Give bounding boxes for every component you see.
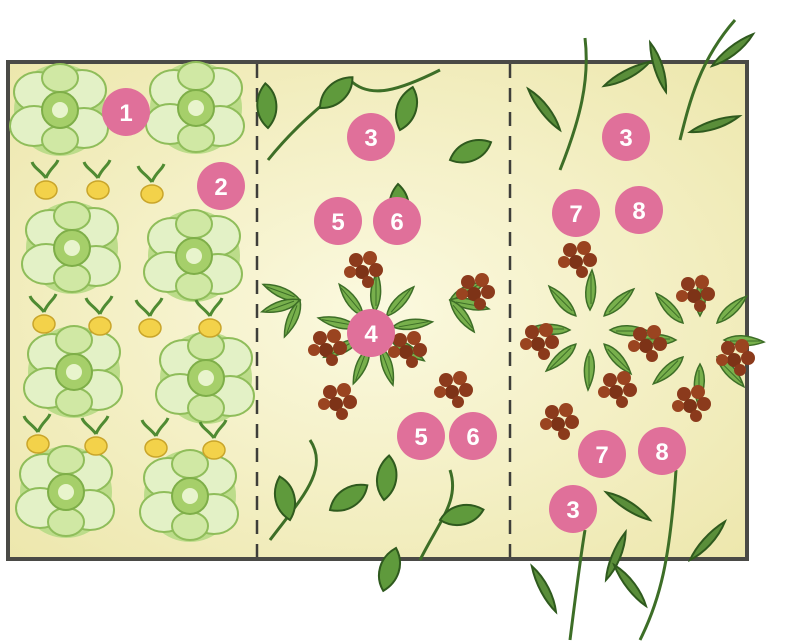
marker-badge: 8 <box>615 186 663 234</box>
marker-badge: 4 <box>347 309 395 357</box>
marker-badge: 5 <box>314 197 362 245</box>
marker-label: 5 <box>331 209 344 236</box>
marker-label: 8 <box>655 439 668 466</box>
marker-label: 4 <box>364 321 378 348</box>
lettuce-icon <box>22 202 120 294</box>
marker-label: 5 <box>414 424 427 451</box>
marker-label: 3 <box>364 125 377 152</box>
marker-label: 3 <box>619 125 632 152</box>
marker-badge: 6 <box>373 197 421 245</box>
marker-label: 2 <box>214 174 227 201</box>
marker-badge: 3 <box>549 485 597 533</box>
marker-badge: 7 <box>552 189 600 237</box>
lettuce-icon <box>16 446 114 538</box>
marker-label: 7 <box>595 442 608 469</box>
marker-badge: 3 <box>602 113 650 161</box>
lettuce-icon <box>144 210 242 302</box>
marker-badge: 8 <box>638 427 686 475</box>
pod-icon <box>610 563 650 608</box>
lettuce-icon <box>146 62 244 154</box>
marker-badge: 1 <box>102 88 150 136</box>
marker-badge: 6 <box>449 412 497 460</box>
marker-label: 3 <box>566 497 579 524</box>
marker-badge: 5 <box>397 412 445 460</box>
lettuce-icon <box>24 326 122 418</box>
marker-label: 8 <box>632 198 645 225</box>
marker-badge: 2 <box>197 162 245 210</box>
marker-badge: 7 <box>578 430 626 478</box>
lettuce-icon <box>156 332 254 424</box>
marker-badge: 3 <box>347 113 395 161</box>
marker-label: 7 <box>569 201 582 228</box>
marker-label: 6 <box>466 424 479 451</box>
marker-label: 1 <box>119 100 132 127</box>
lettuce-icon <box>10 64 108 156</box>
lettuce-icon <box>140 450 238 542</box>
marker-label: 6 <box>390 209 403 236</box>
pod-icon <box>528 564 561 613</box>
